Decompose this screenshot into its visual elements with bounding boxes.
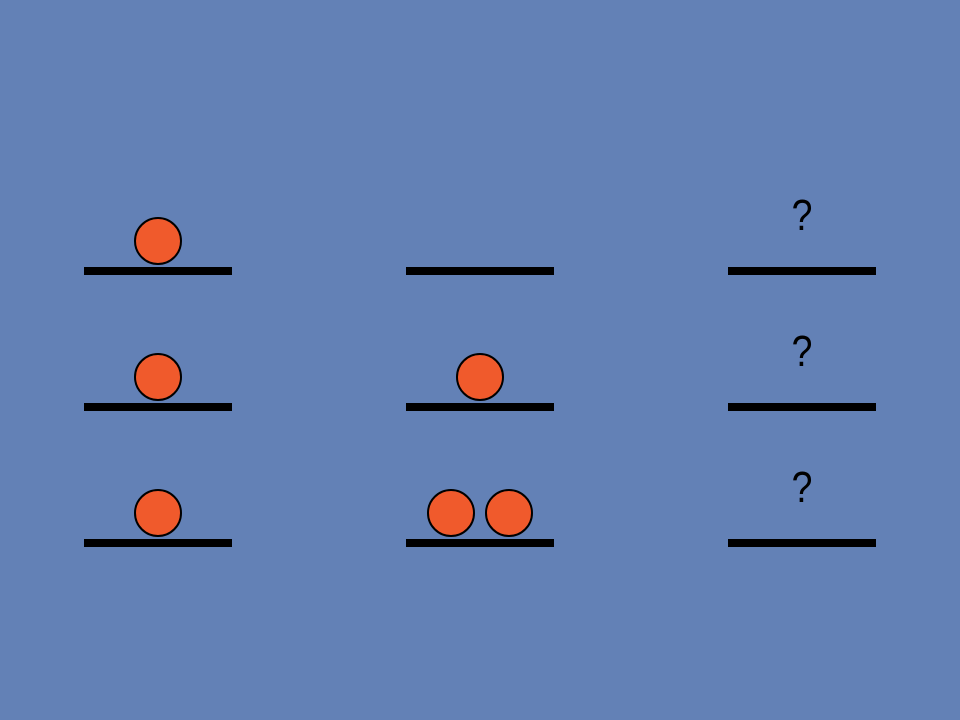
shelf-line <box>728 267 876 275</box>
shelf-line <box>728 539 876 547</box>
ball <box>134 217 182 265</box>
question-mark: ? <box>791 191 813 240</box>
question-mark: ? <box>791 463 813 512</box>
shelf-line <box>406 539 554 547</box>
shelf-line <box>84 539 232 547</box>
ball <box>456 353 504 401</box>
shelf-line <box>84 267 232 275</box>
shelf-line <box>728 403 876 411</box>
ball <box>485 489 533 537</box>
question-mark: ? <box>791 327 813 376</box>
ball <box>134 353 182 401</box>
shelf-line <box>84 403 232 411</box>
ball <box>134 489 182 537</box>
shelf-line <box>406 267 554 275</box>
shelf-line <box>406 403 554 411</box>
ball <box>427 489 475 537</box>
